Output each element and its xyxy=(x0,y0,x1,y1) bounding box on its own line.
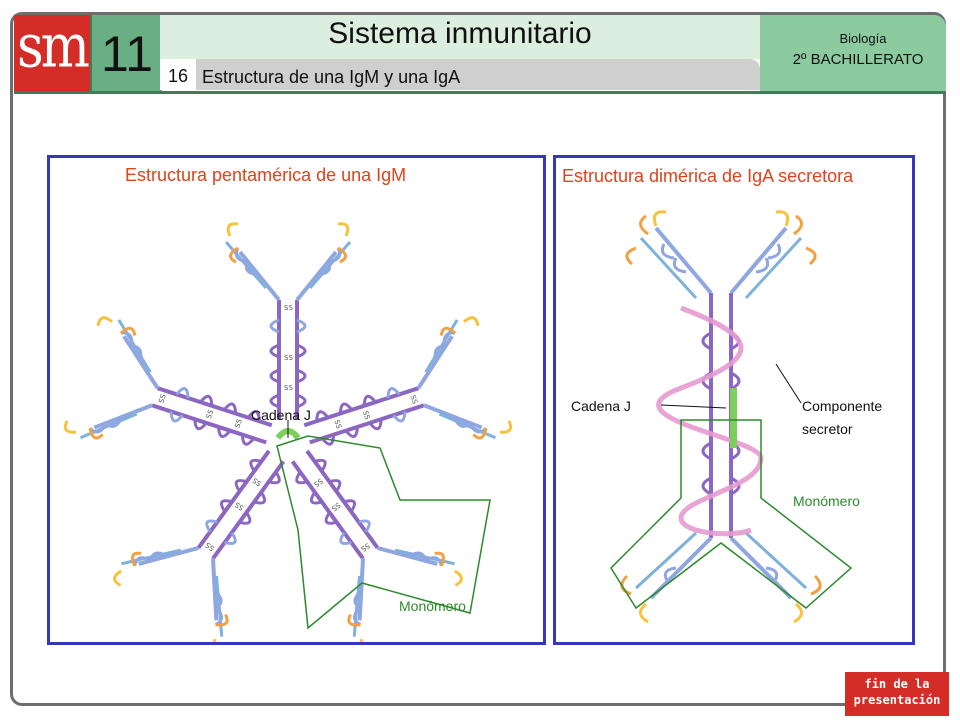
igm-panel-title: Estructura pentamérica de una IgM xyxy=(125,165,407,185)
subject-label: Biología xyxy=(839,31,887,46)
end-button-line2: presentación xyxy=(853,693,941,707)
igm-monomer-top xyxy=(224,221,352,422)
igm-panel: Estructura pentamérica de una IgM xyxy=(47,155,546,645)
secretory-label-line1: Componente xyxy=(802,398,883,414)
header-divider xyxy=(14,91,944,94)
iga-monomer-label: Monómero xyxy=(793,493,860,509)
igm-monomer-outline xyxy=(276,435,491,630)
section-title: Estructura de una IgM y una IgA xyxy=(202,67,461,87)
brand-logo: sm xyxy=(14,13,90,91)
section-bar xyxy=(160,59,760,90)
iga-j-chain xyxy=(730,388,737,448)
course-box: Biología 2º BACHILLERATO xyxy=(760,15,946,91)
igm-monomer-left xyxy=(61,312,291,495)
level-label: 2º BACHILLERATO xyxy=(792,51,924,68)
igm-j-chain-label: Cadena J xyxy=(251,407,311,423)
iga-monomer-outline xyxy=(610,419,853,610)
secretory-pointer xyxy=(775,363,802,404)
igm-monomer-bottom-left xyxy=(111,420,327,642)
end-presentation-button[interactable]: fin de la presentación xyxy=(845,672,949,716)
iga-j-chain-label: Cadena J xyxy=(571,398,631,414)
iga-dimer-diagram xyxy=(610,210,853,624)
secretory-label-line2: secretor xyxy=(802,421,853,437)
iga-panel: Estructura dimérica de IgA secretora Cad… xyxy=(553,155,915,645)
end-button-line1: fin de la xyxy=(864,677,930,691)
header-band xyxy=(160,15,760,59)
iga-panel-title: Estructura dimérica de IgA secretora xyxy=(562,166,854,186)
igm-monomer-label: Monómero xyxy=(399,598,466,614)
unit-number: 11 xyxy=(90,15,162,91)
iga-j-chain-pointer xyxy=(660,404,727,409)
igm-monomer-right xyxy=(285,312,515,495)
section-number: 16 xyxy=(160,59,196,90)
page-title: Sistema inmunitario xyxy=(328,17,592,50)
igm-pentamer-diagram: SS SS SS xyxy=(61,221,515,642)
secretory-component xyxy=(656,305,764,537)
